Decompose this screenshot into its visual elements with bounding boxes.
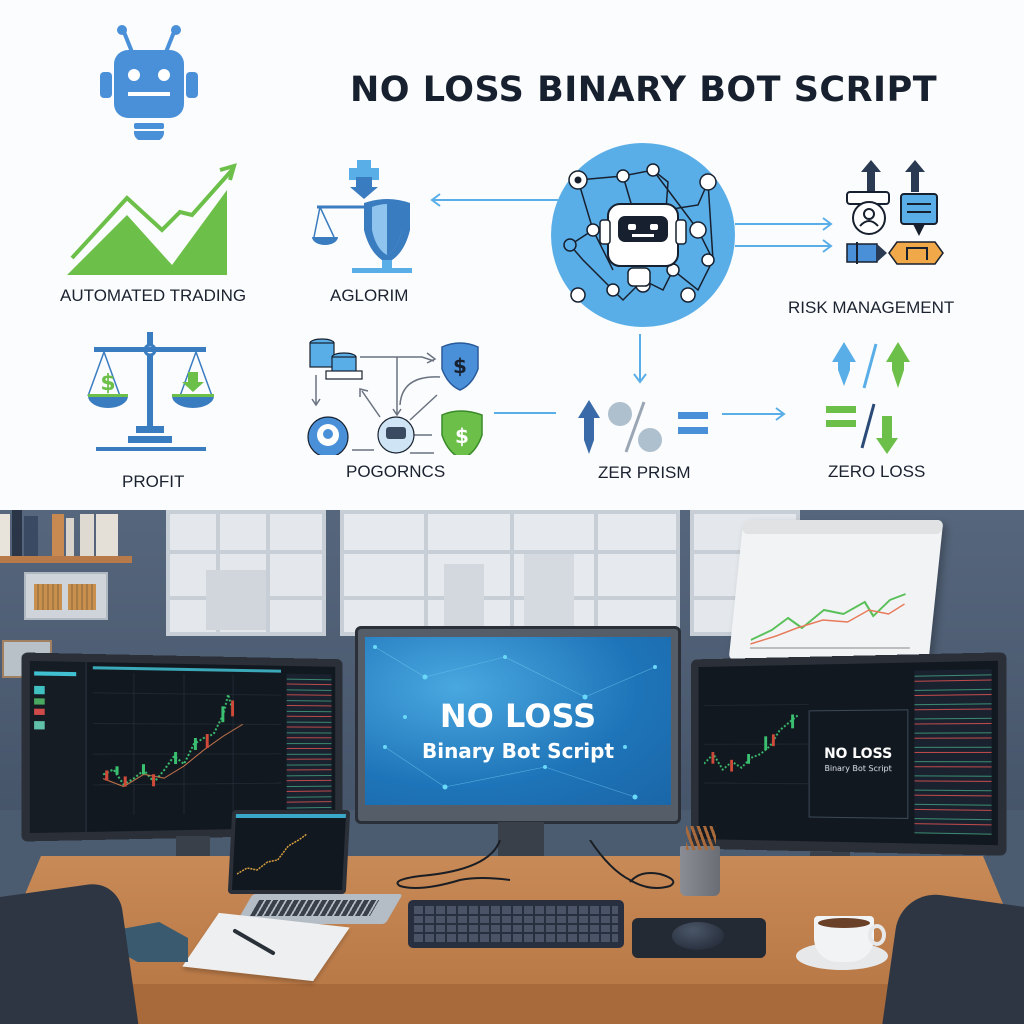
candlestick-chart [93,672,281,815]
office-scene: NO LOSS Binary Bot Script NO LOSS Binary… [0,510,1024,1024]
candlestick-chart [704,675,809,814]
rising-chart-icon [67,163,237,275]
arrow-left-icon [430,193,558,207]
robot-network-icon [551,143,735,327]
label-risk-management: RISK MANAGEMENT [788,298,955,317]
up-down-arrows-icon [826,342,910,454]
label-pogorncs: POGORNCS [346,462,446,481]
arrow-right-icon [722,407,786,421]
window [166,510,326,636]
window [340,510,680,636]
label-zero-loss: ZERO LOSS [828,462,926,481]
left-monitor [21,652,343,842]
arrow-right-icon [735,217,833,253]
mouse [672,922,724,950]
desk-edge [0,984,1024,1024]
pen-cup [680,846,720,896]
laptop [227,810,351,894]
connector-line [494,412,556,414]
center-monitor-screen: NO LOSS Binary Bot Script [365,637,671,805]
robot-logo-icon [100,25,198,140]
svg-text:$: $ [100,371,115,396]
workflow-icon: $ $ [307,338,483,455]
chair-left [0,880,141,1024]
right-monitor-subline: Binary Bot Script [824,763,892,774]
flipchart [728,520,944,660]
coffee [818,918,870,928]
risk-management-icon [846,160,944,265]
keyboard [408,900,624,948]
bookshelf [0,510,132,558]
scales-shield-icon [312,160,412,273]
svg-text:$: $ [453,354,467,378]
cup-handle [868,924,886,946]
right-monitor-headline: NO LOSS [824,745,893,763]
right-monitor: NO LOSS Binary Bot Script [691,652,1007,856]
network-pattern [373,645,657,800]
candlestick-chart [236,833,308,875]
infographic: NO LOSS BINARY BOT SCRIPT AUTOMATED TRAD… [0,0,1024,510]
pencils [686,826,716,850]
balance-scale-icon: $ [87,332,214,451]
center-monitor-subline: Binary Bot Script [421,739,615,763]
label-automated-trading: AUTOMATED TRADING [60,286,247,305]
percent-equals-icon [578,400,708,454]
svg-text:$: $ [455,424,469,448]
arrow-down-icon [633,334,647,384]
center-monitor: NO LOSS Binary Bot Script [355,626,681,824]
label-zer-prism: ZER PRISM [598,463,691,482]
cable [396,840,675,889]
center-monitor-headline: NO LOSS [439,697,597,735]
page-title: NO LOSS BINARY BOT SCRIPT [350,70,938,110]
shelf [0,556,132,563]
label-aglorim: AGLORIM [330,286,409,305]
flipchart-line-chart [749,593,910,649]
wall-frame [24,572,108,620]
label-profit: PROFIT [122,472,185,491]
